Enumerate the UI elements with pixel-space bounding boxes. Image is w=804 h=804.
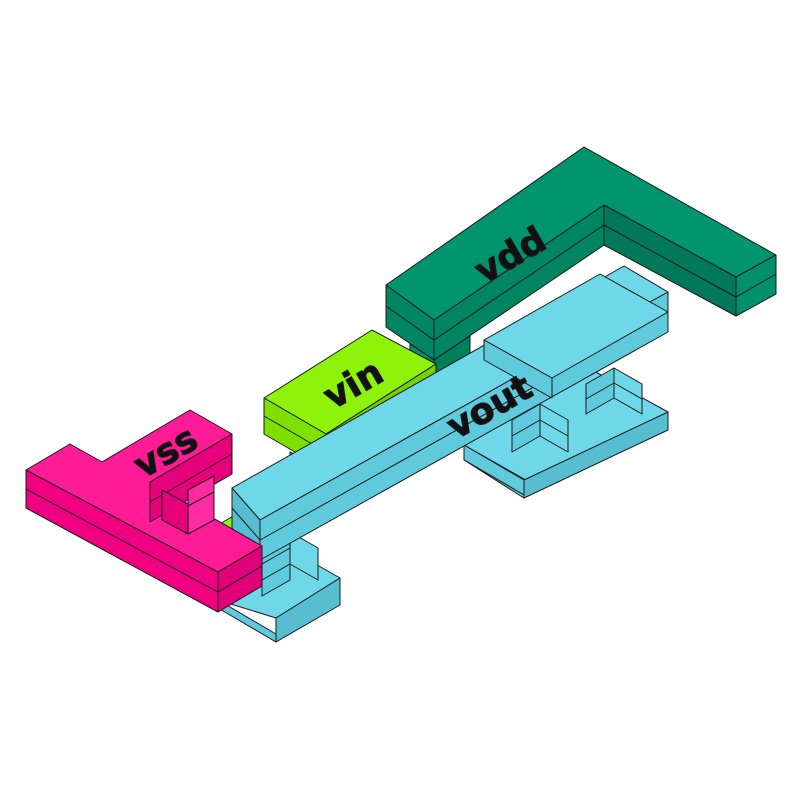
vss-net [25, 409, 263, 613]
vout-pads [217, 367, 669, 643]
